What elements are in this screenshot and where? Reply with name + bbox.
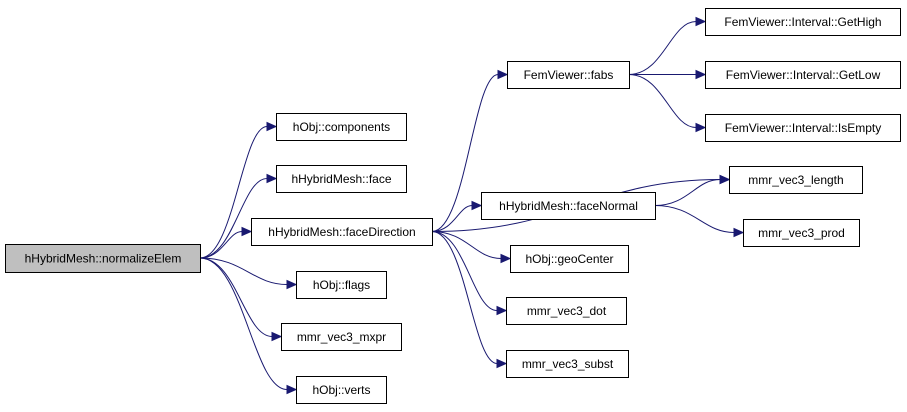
edge-facenormal-to-length <box>654 179 721 206</box>
node-label: mmr_vec3_subst <box>522 357 614 371</box>
arrowhead-facedirection-to-subst <box>496 358 508 369</box>
node-label: FemViewer::Interval::GetHigh <box>724 15 881 29</box>
node-box[interactable] <box>276 113 407 141</box>
node-facedirection[interactable]: hHybridMesh::faceDirection <box>251 218 433 246</box>
node-label: hObj::flags <box>313 278 370 292</box>
arrowhead-root-to-flags <box>286 279 298 290</box>
node-box[interactable] <box>506 297 627 325</box>
arrowhead-root-to-mxpr <box>271 331 283 342</box>
node-label: mmr_vec3_mxpr <box>297 330 386 344</box>
node-box[interactable] <box>705 8 901 36</box>
node-getlow[interactable]: FemViewer::Interval::GetLow <box>705 61 901 89</box>
node-label: hObj::verts <box>312 383 370 397</box>
edge-facedirection-to-subst <box>431 231 498 364</box>
node-label: mmr_vec3_prod <box>758 226 845 240</box>
edge-root-to-facedirection <box>199 231 243 259</box>
node-label: mmr_vec3_length <box>748 173 843 187</box>
node-box[interactable] <box>281 323 402 351</box>
node-label: hHybridMesh::face <box>291 172 391 186</box>
node-label: FemViewer::Interval::GetLow <box>726 68 881 82</box>
edge-facedirection-to-dot <box>431 231 498 311</box>
edge-facedirection-to-fabs <box>431 74 499 232</box>
edges-layer <box>199 16 745 395</box>
arrowhead-facedirection-to-facenormal <box>471 200 483 211</box>
node-box[interactable] <box>743 219 860 247</box>
edge-root-to-flags <box>199 257 288 285</box>
node-box[interactable] <box>481 192 656 220</box>
arrowhead-fabs-to-getlow <box>695 69 707 80</box>
edge-fabs-to-gethigh <box>628 21 697 75</box>
node-dot[interactable]: mmr_vec3_dot <box>506 297 627 325</box>
node-label: hHybridMesh::normalizeElem <box>25 252 182 266</box>
node-box[interactable] <box>296 376 387 404</box>
node-length[interactable]: mmr_vec3_length <box>729 166 863 194</box>
node-prod[interactable]: mmr_vec3_prod <box>743 219 860 247</box>
arrowhead-facedirection-to-geocenter <box>500 253 512 264</box>
node-label: hHybridMesh::faceDirection <box>268 225 415 239</box>
edge-fabs-to-isempty <box>628 74 697 128</box>
node-label: hHybridMesh::faceNormal <box>499 199 638 213</box>
nodes-layer: hHybridMesh::normalizeElem hObj::componen… <box>5 8 901 404</box>
arrowhead-facenormal-to-prod <box>733 227 745 238</box>
edge-root-to-face <box>199 178 268 259</box>
node-box[interactable] <box>507 61 630 89</box>
edge-facenormal-to-prod <box>654 205 735 233</box>
node-geocenter[interactable]: hObj::geoCenter <box>510 245 629 273</box>
node-box[interactable] <box>705 114 901 142</box>
arrowhead-fabs-to-isempty <box>695 122 707 133</box>
node-face[interactable]: hHybridMesh::face <box>276 165 407 193</box>
node-facenormal[interactable]: hHybridMesh::faceNormal <box>481 192 656 220</box>
edge-root-to-verts <box>199 257 288 390</box>
node-fabs[interactable]: FemViewer::fabs <box>507 61 630 89</box>
node-box[interactable] <box>5 244 201 273</box>
arrowhead-facedirection-to-fabs <box>497 69 509 80</box>
node-mxpr[interactable]: mmr_vec3_mxpr <box>281 323 402 351</box>
node-label: FemViewer::fabs <box>524 68 614 82</box>
node-box[interactable] <box>729 166 863 194</box>
node-box[interactable] <box>296 271 387 299</box>
arrowhead-facedirection-to-dot <box>496 305 508 316</box>
arrowhead-root-to-verts <box>286 384 298 395</box>
node-gethigh[interactable]: FemViewer::Interval::GetHigh <box>705 8 901 36</box>
node-subst[interactable]: mmr_vec3_subst <box>506 350 629 378</box>
node-components[interactable]: hObj::components <box>276 113 407 141</box>
node-label: hObj::components <box>293 120 390 134</box>
node-isempty[interactable]: FemViewer::Interval::IsEmpty <box>705 114 901 142</box>
node-flags[interactable]: hObj::flags <box>296 271 387 299</box>
arrowhead-fabs-to-gethigh <box>695 16 707 27</box>
arrowhead-root-to-face <box>266 173 278 184</box>
node-label: mmr_vec3_dot <box>527 304 607 318</box>
node-box[interactable] <box>251 218 433 246</box>
arrowhead-root-to-facedirection <box>241 226 253 237</box>
edge-root-to-components <box>199 126 268 259</box>
edge-facedirection-to-geocenter <box>431 231 502 259</box>
node-label: FemViewer::Interval::IsEmpty <box>725 121 882 135</box>
node-box[interactable] <box>276 165 407 193</box>
node-label: hObj::geoCenter <box>525 252 613 266</box>
arrowhead-root-to-components <box>266 121 278 132</box>
node-verts[interactable]: hObj::verts <box>296 376 387 404</box>
node-box[interactable] <box>506 350 629 378</box>
edge-facedirection-to-facenormal <box>431 205 473 232</box>
arrowhead-facenormal-to-length <box>719 174 731 185</box>
node-box[interactable] <box>705 61 901 89</box>
node-root[interactable]: hHybridMesh::normalizeElem <box>5 244 201 273</box>
node-box[interactable] <box>510 245 629 273</box>
